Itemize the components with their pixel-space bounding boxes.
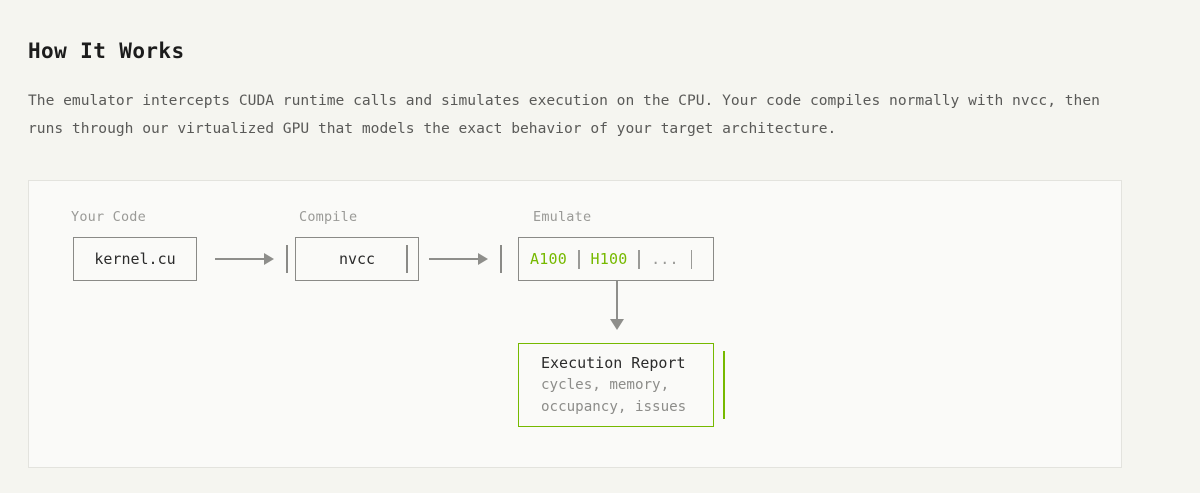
stage-label-your-code: Your Code <box>71 209 146 225</box>
bracket-pipe-compiler-left-icon <box>286 245 288 273</box>
arrow-shaft <box>215 258 265 260</box>
node-compiler-label: nvcc <box>338 250 376 268</box>
chip-separator-2-icon <box>638 249 641 269</box>
bracket-pipe-compiler-right-icon <box>406 245 408 273</box>
arrow-source-to-compiler-icon <box>215 253 275 265</box>
gpu-target-a100: A100 <box>530 250 567 268</box>
execution-report-line-2: occupancy, issues <box>541 399 687 415</box>
node-source-file: kernel.cu <box>73 237 197 281</box>
section-description: The emulator intercepts CUDA runtime cal… <box>28 91 1100 138</box>
node-execution-report: Execution Report cycles, memory, occupan… <box>518 343 714 427</box>
node-source-file-label: kernel.cu <box>94 250 176 268</box>
node-compiler: nvcc <box>295 237 419 281</box>
stage-label-compile: Compile <box>299 209 358 225</box>
bracket-pipe-emulator-left-icon <box>500 245 502 273</box>
arrow-head-down <box>610 319 624 330</box>
bracket-pipe-report-right-icon <box>723 351 725 419</box>
pipeline-diagram-panel: Your Code Compile Emulate kernel.cu nvcc… <box>28 180 1122 468</box>
node-emulator: A100 H100 ... <box>518 237 714 281</box>
arrow-head <box>478 253 488 265</box>
page-title: How It Works <box>28 39 185 64</box>
gpu-target-h100: H100 <box>590 250 628 268</box>
arrow-head <box>264 253 274 265</box>
arrow-compiler-to-emulator-icon <box>429 253 489 265</box>
chip-separator-1-icon <box>577 249 580 269</box>
execution-report-title: Execution Report <box>541 354 686 372</box>
execution-report-line-1: cycles, memory, <box>541 377 670 393</box>
chip-separator-3-icon <box>690 249 693 269</box>
gpu-target-more: ... <box>651 250 679 268</box>
arrow-shaft <box>429 258 479 260</box>
stage-label-emulate: Emulate <box>533 209 592 225</box>
arrow-shaft <box>616 281 618 320</box>
arrow-emulator-to-report-icon <box>610 281 624 332</box>
